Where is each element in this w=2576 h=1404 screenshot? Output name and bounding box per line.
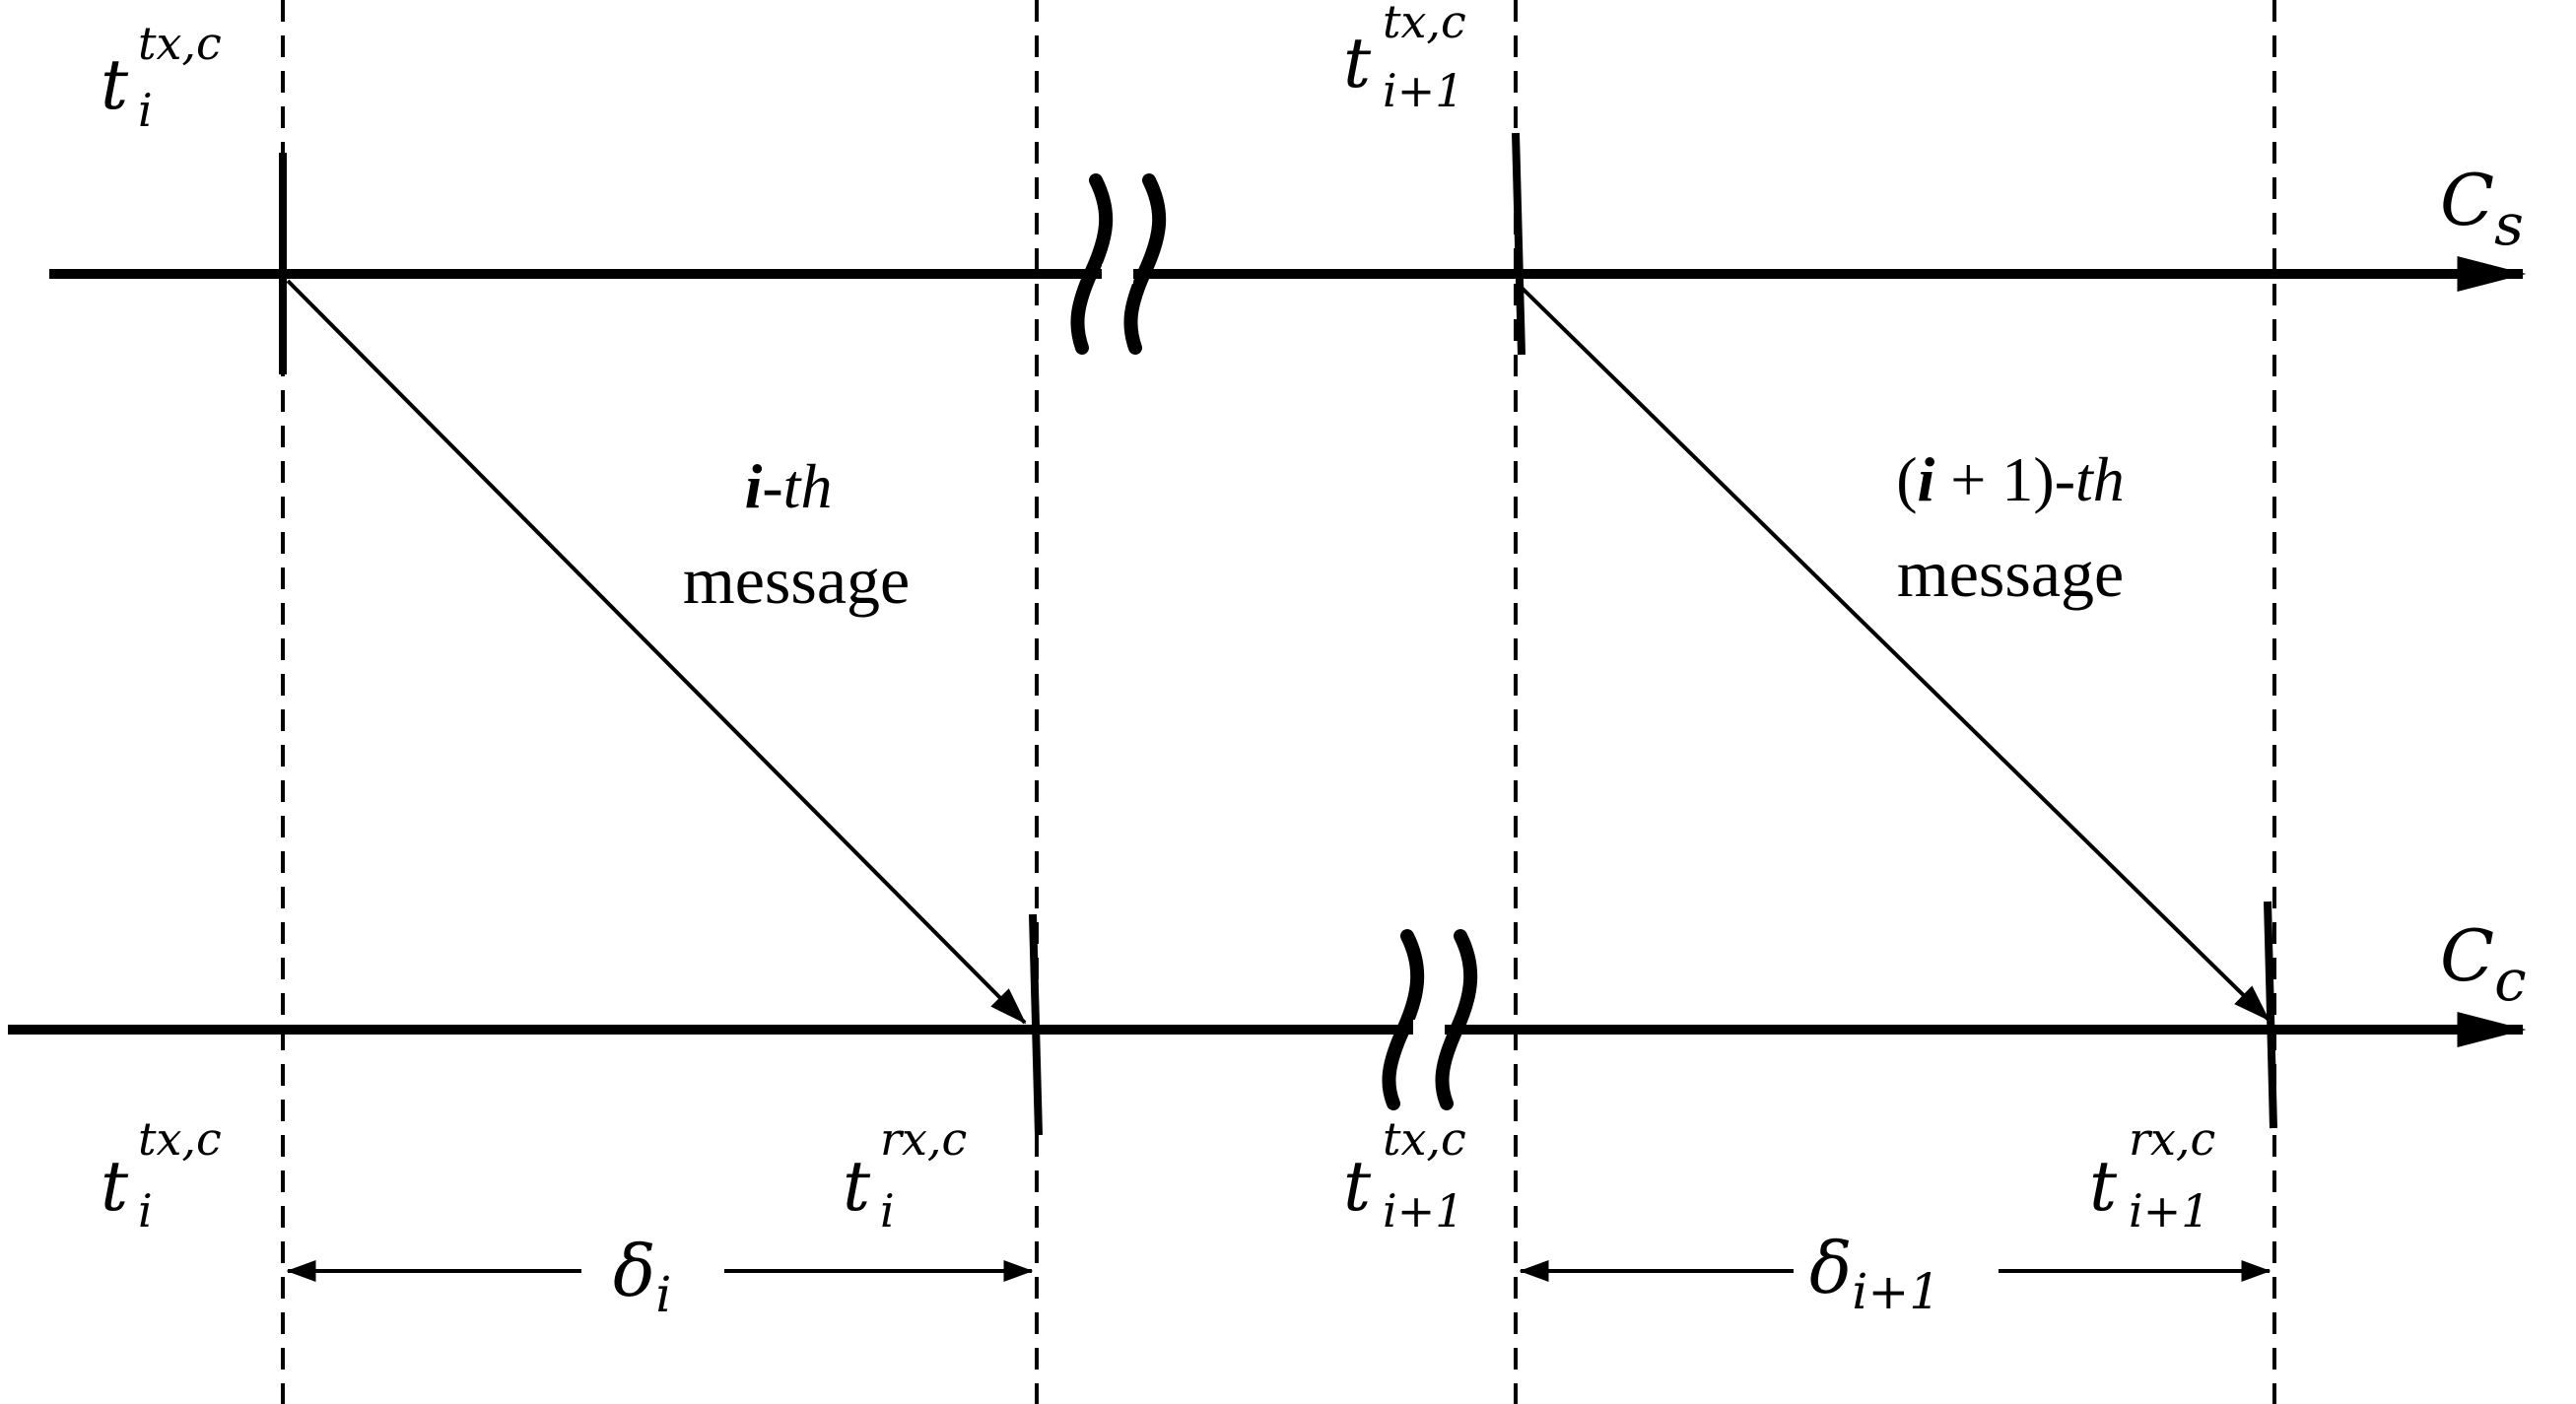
message-i-title: i-th [745,451,833,521]
label-t-i-rx-bottom-sub: i [880,1184,895,1237]
label-t-i-tx-bottom: t [101,1146,129,1227]
server-axis-label: Cs [2440,159,2524,258]
label-t-i1-tx-top-sup: tx,c [1383,0,1466,48]
axis-break-bottom-left-stroke [1382,929,1425,1110]
label-t-i-rx-bottom-sup: rx,c [880,1112,967,1166]
label-t-i1-tx-top-sub: i+1 [1383,64,1464,117]
label-t-i-tx-bottom-sub: i [138,1184,153,1237]
tick-top-2 [1512,132,1525,356]
client-axis-label: Cc [2440,914,2527,1014]
axis-break-top-left-stroke [1070,173,1114,355]
delta-i-label: δi [613,1230,671,1323]
axis-break-top-right-stroke [1123,173,1167,355]
label-t-i1-tx-bottom: t [1343,1146,1372,1227]
label-t-i1-rx-bottom: t [2089,1146,2118,1227]
label-t-i1-rx-bottom-sub: i+1 [2129,1184,2210,1237]
message-i-word: message [683,543,910,618]
label-t-i1-rx-bottom-sup: rx,c [2129,1112,2215,1166]
tick-bottom-1 [1029,913,1043,1136]
label-t-i1-tx-bottom-sup: tx,c [1383,1112,1466,1166]
label-t-i1-tx-top: t [1343,23,1372,103]
label-t-i-rx-bottom: t [843,1146,871,1227]
delta-i1-label: δi+1 [1809,1227,1940,1320]
label-t-i-tx-top: t [101,44,129,125]
label-t-i1-tx-bottom-sub: i+1 [1383,1184,1464,1237]
label-t-i-tx-bottom-sup: tx,c [138,1112,222,1166]
label-t-i-tx-top-sub: i [138,84,153,137]
tick-bottom-2 [2264,901,2277,1129]
message-i1-arrow [1518,284,2271,1022]
message-i1-title: (i + 1)-th [1896,444,2125,514]
axis-break-bottom-right-stroke [1435,929,1478,1110]
message-i-arrow [286,279,1027,1025]
label-t-i-tx-top-sup: tx,c [138,17,222,70]
message-i1-word: message [1897,536,2124,611]
